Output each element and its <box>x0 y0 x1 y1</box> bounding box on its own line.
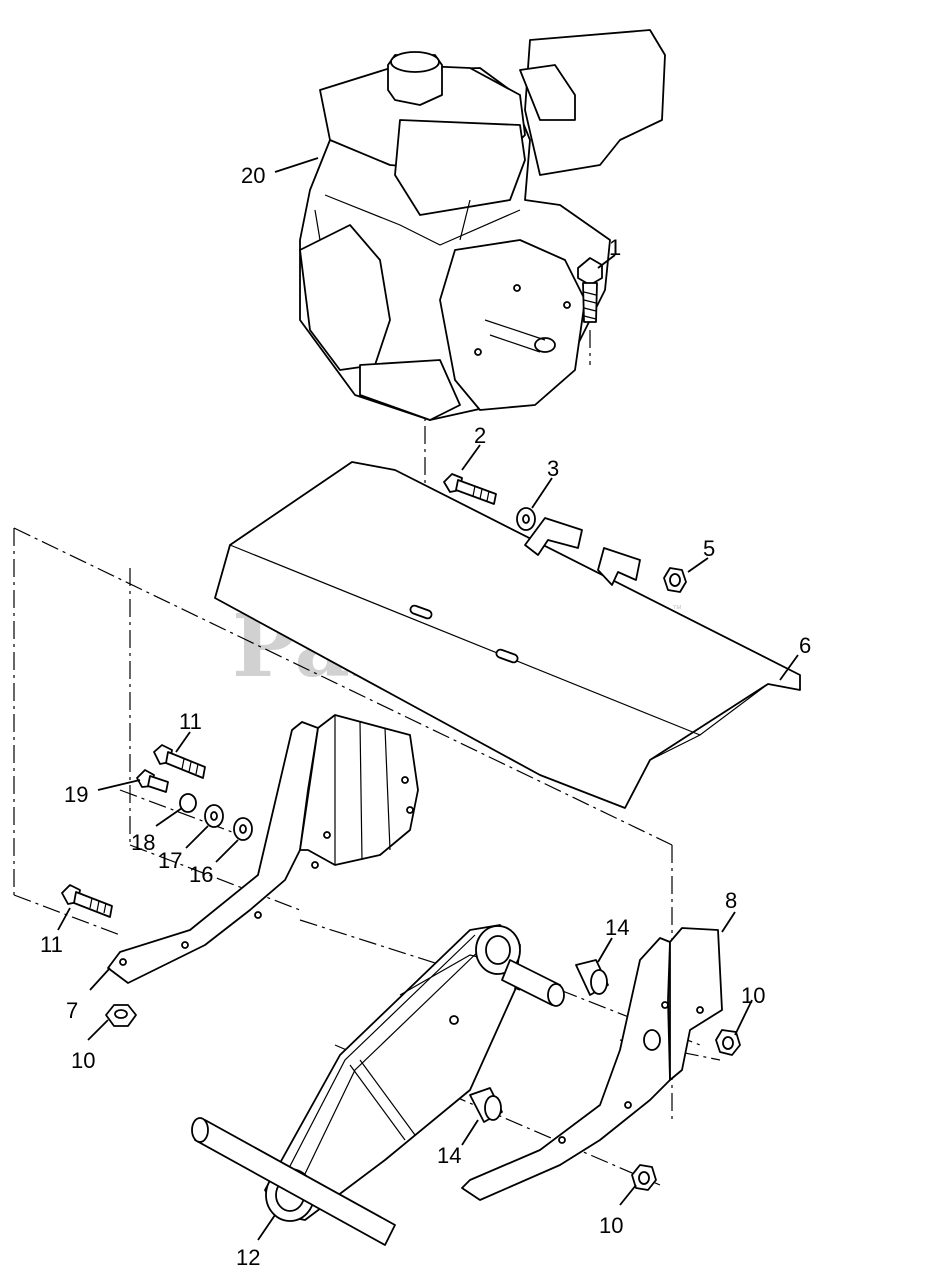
callout-2: 2 <box>474 423 486 448</box>
engine <box>299 29 666 421</box>
callout-10-left: 10 <box>71 1048 95 1073</box>
callout-11-upper: 11 <box>179 709 202 734</box>
watermark-trademark: ™ <box>672 604 682 615</box>
right-nut <box>715 1029 741 1056</box>
callout-10-right: 10 <box>741 983 765 1008</box>
callout-20: 20 <box>241 163 265 188</box>
chain-case <box>191 924 565 1246</box>
bottom-nut <box>631 1164 657 1191</box>
callout-14-lower: 14 <box>437 1143 461 1168</box>
shield-nut <box>663 567 687 593</box>
leader-lines <box>57 157 799 1241</box>
callout-10-bottom: 10 <box>599 1213 623 1238</box>
callout-8: 8 <box>725 888 737 913</box>
lock-washer-18 <box>179 793 197 813</box>
shield-bolt <box>443 473 497 505</box>
callout-7: 7 <box>66 998 78 1023</box>
left-nut <box>105 1004 137 1027</box>
spacer-lower <box>469 1087 503 1123</box>
callout-5: 5 <box>703 536 715 561</box>
engine-mount-bolt <box>577 257 603 323</box>
callout-17: 17 <box>158 848 182 873</box>
shield-washer <box>516 507 536 531</box>
right-bracket <box>461 927 723 1201</box>
spacer-upper <box>575 959 609 996</box>
callout-11-lower: 11 <box>40 932 63 957</box>
tine-shield <box>214 461 801 809</box>
lower-bolt-11 <box>61 884 113 918</box>
callout-16: 16 <box>189 862 213 887</box>
upper-bolt-11 <box>153 744 206 779</box>
callout-1: 1 <box>609 235 621 260</box>
screw-19 <box>136 769 169 793</box>
callout-14-upper: 14 <box>605 915 629 940</box>
callouts: 20 1 2 3 5 6 11 19 18 17 16 11 7 10 14 8… <box>40 163 811 1270</box>
left-bracket <box>107 714 419 984</box>
callout-3: 3 <box>547 456 559 481</box>
callout-19: 19 <box>64 782 88 807</box>
callout-6: 6 <box>799 633 811 658</box>
callout-12: 12 <box>236 1245 260 1270</box>
callout-18: 18 <box>131 830 155 855</box>
washer-16 <box>233 817 253 841</box>
washer-17 <box>204 804 224 828</box>
